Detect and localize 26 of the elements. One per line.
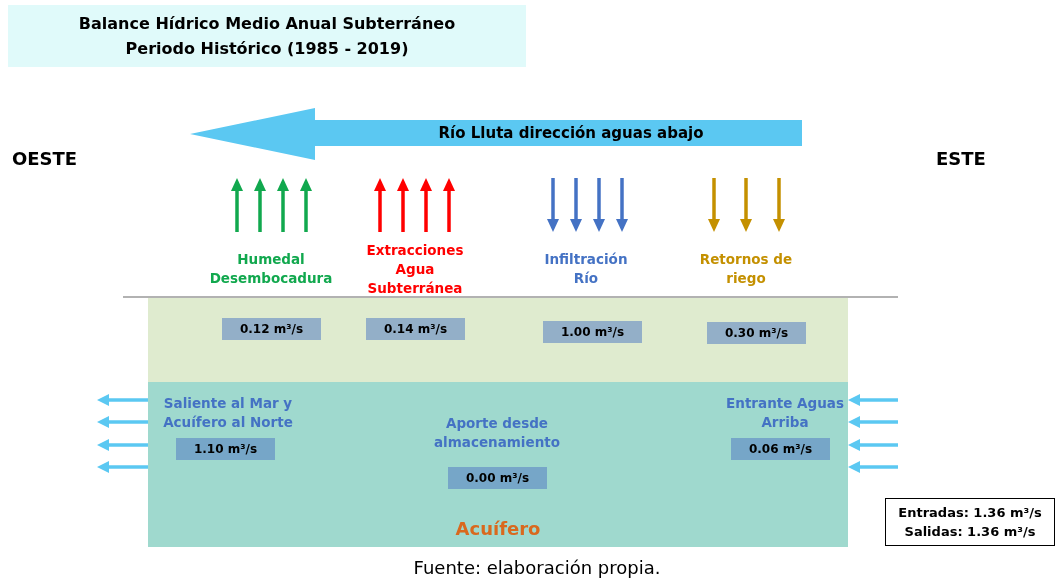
flux-label: Infiltración Río <box>543 250 629 288</box>
flow-value-box: 1.00 m³/s <box>543 321 642 343</box>
flux-label: Entrante Aguas Arriba <box>725 394 845 432</box>
flow-value-box: 0.00 m³/s <box>448 467 547 489</box>
flux-label: Humedal Desembocadura <box>208 250 334 288</box>
balance-line: Salidas: 1.36 m³/s <box>903 523 1037 541</box>
flux-label: Aporte desde almacenamiento <box>433 414 561 452</box>
flux-label: Retornos de riego <box>698 250 794 288</box>
direction-label: ESTE <box>936 148 986 169</box>
arrow-label: Río Lluta dirección aguas abajo <box>437 123 705 144</box>
balance-line: Entradas: 1.36 m³/s <box>897 504 1043 522</box>
flow-value-box: 1.10 m³/s <box>176 438 275 460</box>
layer-label: Acuífero <box>454 518 542 539</box>
flow-value-box: 0.14 m³/s <box>366 318 465 340</box>
direction-label: OESTE <box>12 148 78 169</box>
flow-value-box: 0.30 m³/s <box>707 322 806 344</box>
aquifer-layer <box>148 382 848 547</box>
title-banner: Balance Hídrico Medio Anual Subterráneo Periodo Histórico (1985 - 2019) <box>8 5 526 67</box>
flow-value-box: 0.06 m³/s <box>731 438 830 460</box>
source-caption: Fuente: elaboración propia. <box>412 557 662 578</box>
river-arrow <box>190 108 802 160</box>
flux-label: Extracciones Agua Subterránea <box>365 241 465 298</box>
flow-value-box: 0.12 m³/s <box>222 318 321 340</box>
soil-layer <box>148 298 848 382</box>
flux-label: Saliente al Mar y Acuífero al Norte <box>162 394 294 432</box>
balance-summary-box <box>885 498 1055 546</box>
